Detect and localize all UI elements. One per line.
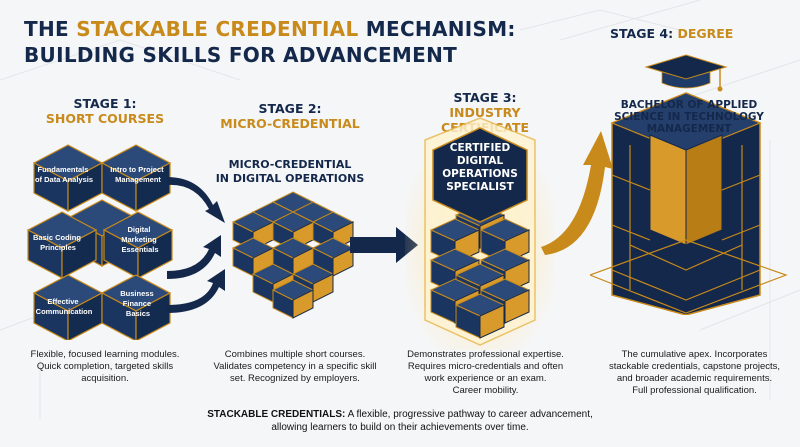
stage1-desc-line3: acquisition.: [81, 373, 129, 384]
stage2-desc-line2: Validates competency in a specific skill: [213, 361, 377, 372]
stage4-description: The cumulative apex. Incorporates stacka…: [602, 349, 787, 397]
stage1-to-stage2-arrows: [167, 177, 225, 313]
micro-credential-cube: [232, 191, 354, 319]
title-prefix: THE: [24, 17, 77, 41]
degree-title-line1: BACHELOR OF APPLIED: [620, 99, 758, 111]
micro-credential-title-line2: IN DIGITAL OPERATIONS: [215, 172, 365, 185]
certificate-title-line2: DIGITAL: [456, 155, 504, 167]
course-6-line1: Business: [120, 289, 153, 298]
stage1-desc-line1: Flexible, focused learning modules.: [30, 349, 180, 360]
course-label-1: Fundamentals of Data Analysis: [35, 165, 93, 184]
stage3-desc-line3: work experience or an exam.: [424, 373, 547, 384]
stage4-label: STAGE 4:: [610, 26, 674, 41]
course-3-line2: Principles: [40, 243, 76, 252]
footer-summary: STACKABLE CREDENTIALS: A flexible, progr…: [150, 408, 650, 434]
stage2-desc-line3: set. Recognized by employers.: [230, 373, 360, 384]
stage4-desc-line2: stackable credentials, capstone projects…: [608, 361, 781, 372]
course-3-line1: Basic Coding: [33, 233, 81, 242]
page-title: THE STACKABLE CREDENTIAL MECHANISM: BUIL…: [24, 16, 516, 68]
stage4-desc-line3: and broader academic requirements.: [616, 373, 773, 384]
degree-tower: [590, 54, 788, 315]
course-4-line2: Marketing: [121, 235, 157, 244]
stage3-desc-line1: Demonstrates professional expertise.: [407, 349, 564, 360]
stage2-label: STAGE 2:: [258, 101, 322, 116]
degree-title-line3: MANAGEMENT: [646, 123, 732, 135]
course-label-6: Business Finance Basics: [120, 289, 155, 318]
course-label-5: Effective Communication: [36, 297, 93, 316]
footer-line1: A flexible, progressive pathway to caree…: [345, 409, 593, 420]
title-suffix: MECHANISM:: [358, 17, 516, 41]
right-arrow-icon: [350, 227, 418, 263]
degree-title-line2: SCIENCE IN TECHNOLOGY: [614, 111, 764, 123]
stage3-label: STAGE 3:: [453, 90, 517, 105]
course-6-line2: Finance: [123, 299, 151, 308]
stage3-desc-line2: Requires micro-credentials and often: [407, 361, 564, 372]
certificate-title-line4: SPECIALIST: [446, 181, 514, 193]
stage2-name: MICRO-CREDENTIAL: [220, 116, 360, 131]
stage1-course-cubes: Fundamentals of Data Analysis Intro to P…: [27, 144, 173, 340]
stage1-name: SHORT COURSES: [45, 111, 165, 126]
course-4-line3: Essentials: [121, 245, 158, 254]
stage4-desc-line1: The cumulative apex. Incorporates: [621, 349, 768, 360]
degree-title: BACHELOR OF APPLIED SCIENCE IN TECHNOLOG…: [608, 99, 770, 135]
stage1-heading: STAGE 1: SHORT COURSES: [30, 96, 180, 126]
graduation-cap-icon: [644, 54, 728, 92]
curved-arrow-icon: [541, 131, 613, 255]
course-2-line1: Intro to Project: [110, 165, 164, 174]
industry-certificate-title: CERTIFIED DIGITAL OPERATIONS SPECIALIST: [425, 142, 535, 194]
certificate-title-line3: OPERATIONS: [442, 168, 518, 180]
course-6-line3: Basics: [126, 309, 150, 318]
footer-bold: STACKABLE CREDENTIALS:: [207, 409, 346, 420]
course-2-line2: Management: [115, 175, 161, 184]
certificate-title-line1: CERTIFIED: [449, 142, 511, 154]
micro-credential-title: MICRO-CREDENTIAL IN DIGITAL OPERATIONS: [215, 158, 365, 186]
micro-credential-title-line1: MICRO-CREDENTIAL: [228, 158, 352, 171]
stage1-label: STAGE 1:: [73, 96, 137, 111]
course-1-line1: Fundamentals: [38, 165, 89, 174]
stage1-description: Flexible, focused learning modules. Quic…: [20, 349, 190, 385]
course-label-3: Basic Coding Principles: [33, 233, 83, 252]
stage4-name: DEGREE: [677, 26, 734, 41]
course-1-line2: of Data Analysis: [35, 175, 93, 184]
title-line2: BUILDING SKILLS FOR ADVANCEMENT: [24, 43, 458, 67]
industry-certificate-tower: [405, 117, 555, 350]
stage2-to-stage3-arrow: [350, 227, 418, 263]
course-4-line1: Digital: [127, 225, 150, 234]
course-5-line2: Communication: [36, 307, 93, 316]
stage2-description: Combines multiple short courses. Validat…: [205, 349, 385, 385]
stage2-heading: STAGE 2: MICRO-CREDENTIAL: [220, 101, 360, 131]
stage1-desc-line2: Quick completion, targeted skills: [36, 361, 174, 372]
course-label-2: Intro to Project Management: [110, 165, 165, 184]
course-5-line1: Effective: [47, 297, 78, 306]
stage2-desc-line1: Combines multiple short courses.: [224, 349, 366, 360]
stage3-desc-line4: Career mobility.: [452, 385, 519, 396]
course-label-4: Digital Marketing Essentials: [121, 225, 159, 254]
stage4-heading: STAGE 4: DEGREE: [610, 26, 733, 41]
right-arrow-icon: [167, 177, 225, 313]
stage3-description: Demonstrates professional expertise. Req…: [398, 349, 573, 397]
footer-line2: allowing learners to build on their achi…: [271, 422, 529, 433]
title-highlight: STACKABLE CREDENTIAL: [76, 17, 359, 41]
stage3-to-stage4-arrow: [541, 131, 613, 255]
stage4-desc-line4: Full professional qualification.: [632, 385, 757, 396]
